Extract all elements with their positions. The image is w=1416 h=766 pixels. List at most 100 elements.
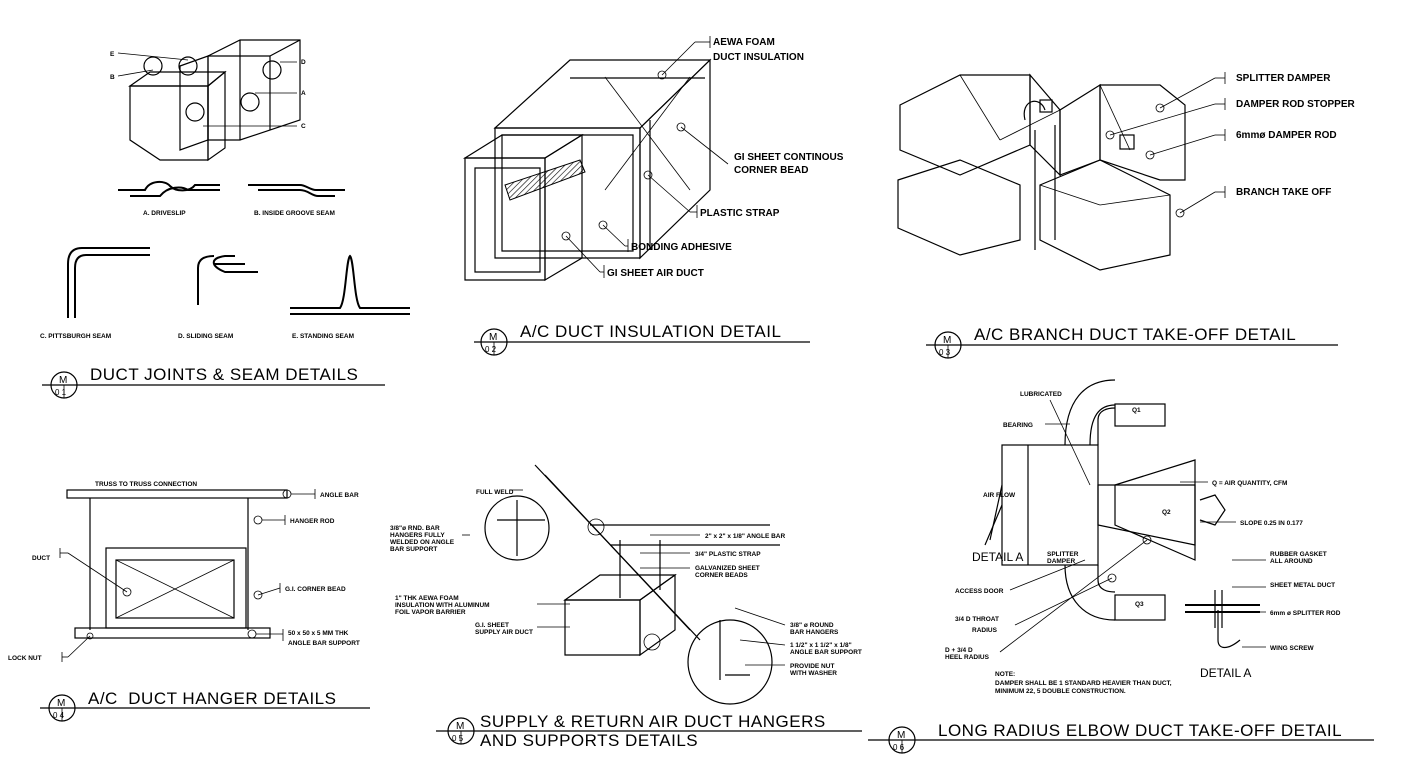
label-heel-radius: HEEL RADIUS [945,654,990,661]
seam-d-sliding: D. SLIDING SEAM [178,255,258,340]
detail-05-supply-return-hangers: FULL WELD 3/8"ø RND. BAR HANGERS FULLY W… [390,464,862,750]
label-air-quantity: Q = AIR QUANTITY, CFM [1212,480,1287,487]
label-full-weld: FULL WELD [476,489,514,496]
label-hanger-rod: HANGER ROD [290,518,335,525]
callout-b: B [110,74,115,81]
detail-05-title-block: M 0 5 SUPPLY & RETURN AIR DUCT HANGERS A… [436,712,862,750]
label-duct: DUCT [32,555,50,562]
label-detail-a: DETAIL A [972,550,1023,564]
badge-m: M [456,721,464,732]
label-heel-d: D + 3/4 D [945,647,973,654]
detail-06-long-radius-elbow: LUBRICATED BEARING AIR FLOW DETAIL A SPL… [868,379,1374,754]
note-line2: MINIMUM 22, 5 DOUBLE CONSTRUCTION. [995,688,1126,695]
label-provide-nut: PROVIDE NUT [790,663,834,670]
label-duct-insulation: DUCT INSULATION [713,52,804,63]
badge-number: 0 3 [939,348,951,357]
label-sheet-metal-duct: SHEET METAL DUCT [1270,582,1335,589]
hanger-isometric [484,464,780,705]
label-galvanized-sheet: GALVANIZED SHEET [695,565,760,572]
badge-number: 0 5 [452,734,464,743]
label-damper: DAMPER [1047,558,1075,565]
label-access-door: ACCESS DOOR [955,588,1004,595]
label-angle-support: ANGLE BAR SUPPORT [790,649,862,656]
label-plastic-strap: PLASTIC STRAP [700,208,780,219]
seam-d-label: D. SLIDING SEAM [178,333,233,340]
label-q3: Q3 [1135,601,1144,608]
insulation-callouts: AEWA FOAM DUCT INSULATION GI SHEET CONTI… [561,36,844,279]
detail-05-title-line2: AND SUPPORTS DETAILS [480,731,698,750]
seam-c-pittsburgh: C. PITTSBURGH SEAM [40,247,150,340]
label-round-bar: 3/8" ø ROUND [790,622,834,629]
badge-m: M [897,730,905,741]
detail-01-title: DUCT JOINTS & SEAM DETAILS [90,365,358,384]
callout-c: C [301,123,306,130]
label-wing-screw: WING SCREW [1270,645,1315,652]
label-angle-bar: ANGLE BAR [320,492,359,499]
label-gi-sheet-continous: GI SHEET CONTINOUS [734,152,844,163]
elbow-callouts: LUBRICATED BEARING AIR FLOW DETAIL A SPL… [945,391,1341,680]
label-angle-bar-2: 2" x 2" x 1/8" ANGLE BAR [705,533,785,540]
label-lubricated: LUBRICATED [1020,391,1062,398]
detail-01-title-block: M 0 1 DUCT JOINTS & SEAM DETAILS [42,365,385,399]
label-detail-a-2: DETAIL A [1200,666,1251,680]
label-vapor-barrier: FOIL VAPOR BARRIER [395,609,466,616]
detail-05-title-line1: SUPPLY & RETURN AIR DUCT HANGERS [480,712,826,731]
seam-c-label: C. PITTSBURGH SEAM [40,333,111,340]
seam-e-standing: E. STANDING SEAM [290,254,410,340]
label-angle-size: 1 1/2" x 1 1/2" x 1/8" [790,642,852,649]
label-angle-bar-support: ANGLE BAR SUPPORT [288,640,360,647]
label-rnd-bar: 3/8"ø RND. BAR [390,525,440,532]
label-welded-angle: WELDED ON ANGLE [390,539,455,546]
label-bar-hangers: BAR HANGERS [790,629,839,636]
label-damper-rod-stopper: DAMPER ROD STOPPER [1236,99,1355,110]
detail-03-branch-takeoff: SPLITTER DAMPER DAMPER ROD STOPPER 6mmø … [897,72,1355,359]
label-corner-bead: G.I. CORNER BEAD [285,586,346,593]
label-splitter-damper: SPLITTER DAMPER [1236,73,1331,84]
hanger-callouts: ANGLE BAR HANGER ROD DUCT G.I. CORNER BE… [8,489,360,662]
label-splitter-rod: 6mm ø SPLITTER ROD [1270,610,1341,617]
label-bar-support: BAR SUPPORT [390,546,437,553]
callout-d: D [301,59,306,66]
branch-callouts: SPLITTER DAMPER DAMPER ROD STOPPER 6mmø … [1105,72,1355,218]
note-line1: DAMPER SHALL BE 1 STANDARD HEAVIER THAN … [995,680,1172,687]
label-splitter: SPLITTER [1047,551,1079,558]
seam-b-inside-groove: B. INSIDE GROOVE SEAM [248,184,345,217]
label-insulation-aluminum: INSULATION WITH ALUMINUM [395,602,490,609]
label-truss-connection: TRUSS TO TRUSS CONNECTION [95,481,197,488]
insulated-duct-isometric [462,58,712,282]
detail-06-title-block: M 0 6 LONG RADIUS ELBOW DUCT TAKE-OFF DE… [868,721,1374,754]
detail-04-title: A/C DUCT HANGER DETAILS [88,689,336,708]
detail-04-title-block: M 0 4 A/C DUCT HANGER DETAILS [40,689,370,722]
badge-number: 0 2 [485,345,497,354]
detail-02-duct-insulation: AEWA FOAM DUCT INSULATION GI SHEET CONTI… [462,36,844,356]
label-q2: Q2 [1162,509,1171,516]
detail-06-title: LONG RADIUS ELBOW DUCT TAKE-OFF DETAIL [938,721,1342,740]
label-bonding-adhesive: BONDING ADHESIVE [631,242,732,253]
label-aewa-foam: 1" THK AEWA FOAM [395,595,459,602]
label-q1: Q1 [1132,407,1141,414]
label-branch-take-off: BRANCH TAKE OFF [1236,187,1331,198]
detail-03-title: A/C BRANCH DUCT TAKE-OFF DETAIL [974,325,1296,344]
label-lock-nut: LOCK NUT [8,655,42,662]
hanger-callouts-right: 2" x 2" x 1/8" ANGLE BAR 3/4" PLASTIC ST… [640,533,862,677]
seam-b-label: B. INSIDE GROOVE SEAM [254,210,335,217]
callout-circles: E B D A C [110,51,306,130]
badge-m: M [489,332,497,343]
hanger-callouts-left: FULL WELD 3/8"ø RND. BAR HANGERS FULLY W… [390,489,570,636]
detail-02-title-block: M 0 2 A/C DUCT INSULATION DETAIL [474,322,810,356]
badge-number: 0 4 [53,711,65,720]
label-aewa-foam: AEWA FOAM [713,37,775,48]
label-supply-air-duct: SUPPLY AIR DUCT [475,629,533,636]
label-hangers-fully: HANGERS FULLY [390,532,445,539]
detail-04-duct-hanger: TRUSS TO TRUSS CONNECTION ANGLE BAR HANG… [8,481,370,722]
seam-a-label: A. DRIVESLIP [143,210,186,217]
note-label: NOTE: [995,671,1015,678]
label-corner-bead: CORNER BEAD [734,165,808,176]
label-all-around: ALL AROUND [1270,558,1313,565]
label-gi-sheet-air-duct: GI SHEET AIR DUCT [607,268,704,279]
detail-a-section [1185,559,1266,649]
label-angle-size: 50 x 50 x 5 MM THK [288,630,349,637]
callout-e: E [110,51,115,58]
seam-a-driveslip: A. DRIVESLIP [118,180,220,217]
